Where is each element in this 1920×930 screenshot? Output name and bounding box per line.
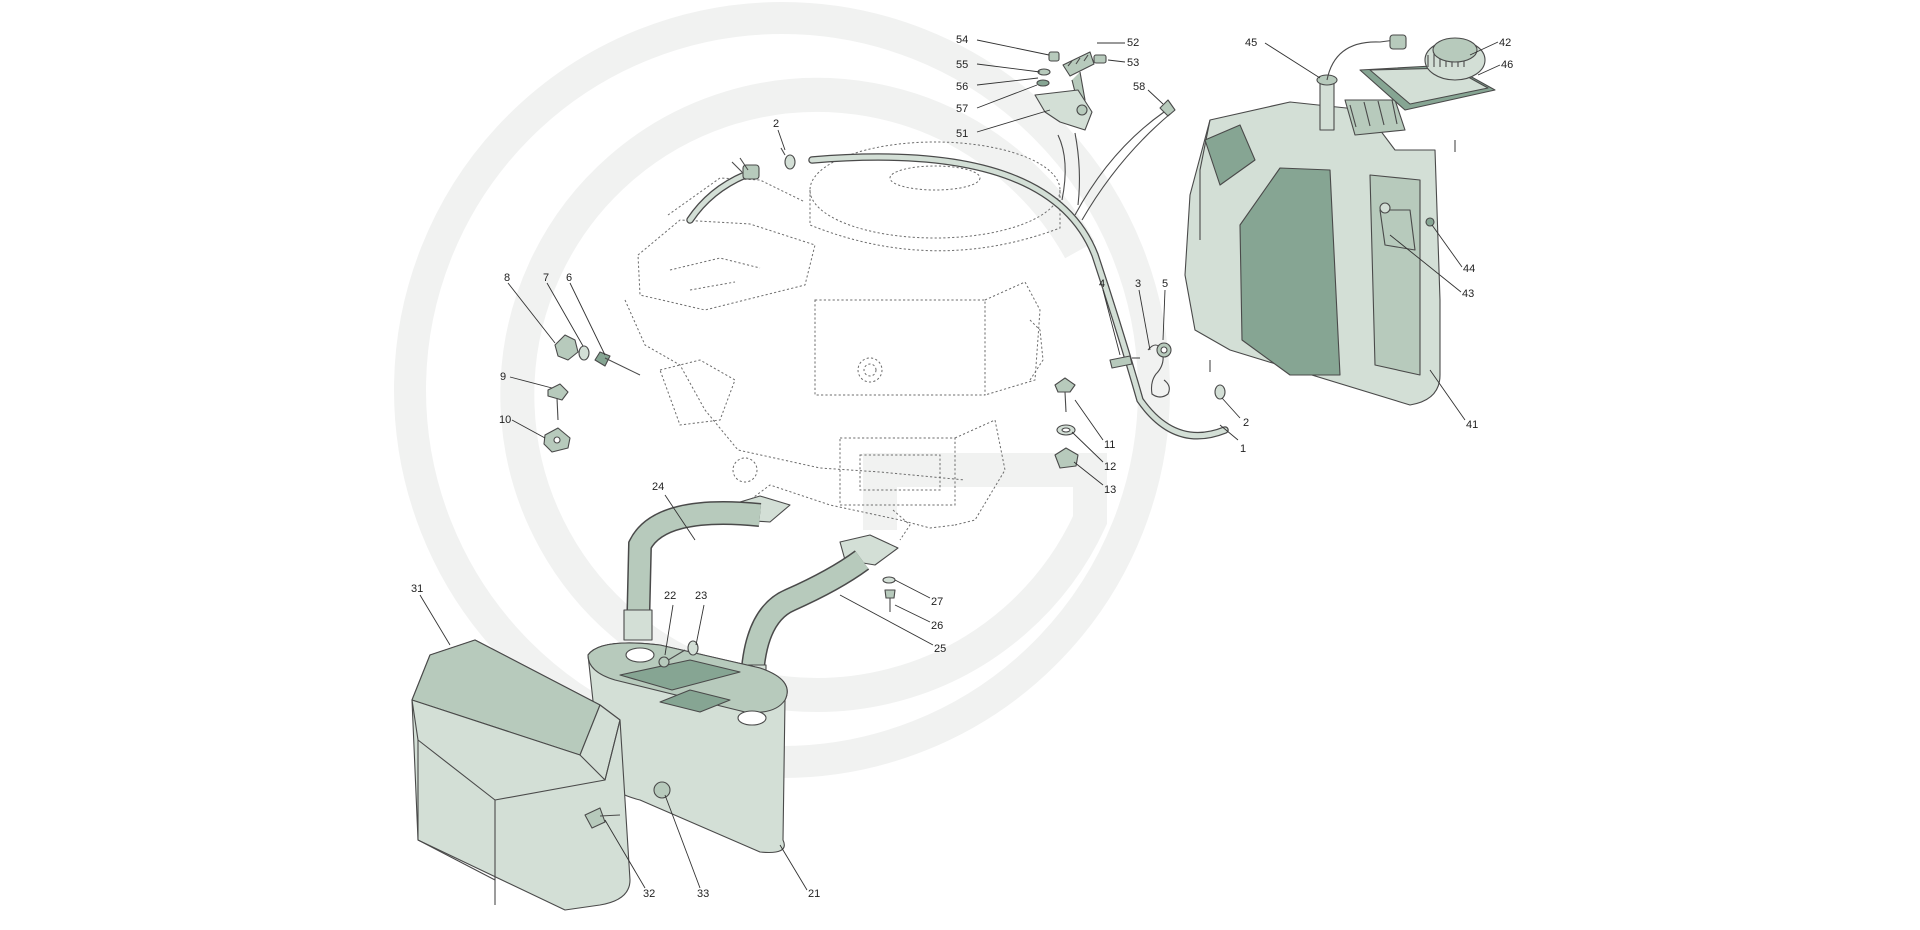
inline-filter-part [731, 157, 760, 180]
muffler-part [587, 640, 788, 854]
callout-13: 13 [1104, 484, 1116, 496]
callout-5: 5 [1162, 278, 1168, 290]
callout-22: 22 [664, 590, 676, 602]
callout-11: 11 [1104, 439, 1115, 451]
callout-54: 54 [956, 34, 968, 46]
callout-25: 25 [934, 643, 946, 655]
callout-1: 1 [1240, 443, 1246, 455]
callout-52: 52 [1127, 37, 1139, 49]
fuel-tank-part [1184, 34, 1496, 406]
callout-41: 41 [1466, 419, 1478, 431]
muffler-guard-part [411, 639, 631, 911]
hose-tap-part [1109, 342, 1211, 398]
callout-43: 43 [1462, 288, 1474, 300]
callout-21: 21 [808, 888, 820, 900]
callout-44: 44 [1463, 263, 1475, 275]
callout-53: 53 [1127, 57, 1139, 69]
fuel-hose [686, 153, 1229, 440]
callout-10: 10 [499, 414, 511, 426]
callout-51: 51 [956, 128, 968, 140]
callout-7: 7 [543, 272, 549, 284]
left-hardware-part [543, 334, 641, 453]
callout-6: 6 [566, 272, 572, 284]
callout-46: 46 [1501, 59, 1513, 71]
callout-3: 3 [1135, 278, 1141, 290]
callout-2-tank: 2 [1243, 417, 1249, 429]
callout-57: 57 [956, 103, 968, 115]
callout-31: 31 [411, 583, 423, 595]
callout-24: 24 [652, 481, 664, 493]
leader-lines [419, 39, 1501, 891]
callout-26: 26 [931, 620, 943, 632]
throttle-control-part [1034, 51, 1176, 221]
callout-9: 9 [500, 371, 506, 383]
callout-27: 27 [931, 596, 943, 608]
hose-clamp-part [780, 147, 1226, 400]
callout-8: 8 [504, 272, 510, 284]
callout-4: 4 [1099, 278, 1105, 290]
callout-23: 23 [695, 590, 707, 602]
watermark-logo [394, 2, 1170, 778]
callout-32: 32 [643, 888, 655, 900]
callout-labels: 1 2 2 3 4 5 6 7 8 9 10 11 12 13 21 22 23… [411, 34, 1513, 900]
callout-45: 45 [1245, 37, 1257, 49]
right-hardware-part [1054, 377, 1079, 469]
callout-56: 56 [956, 81, 968, 93]
callout-55: 55 [956, 59, 968, 71]
callout-33: 33 [697, 888, 709, 900]
callout-42: 42 [1499, 37, 1511, 49]
callout-2-engine: 2 [773, 118, 779, 130]
callout-58: 58 [1133, 81, 1145, 93]
callout-12: 12 [1104, 461, 1116, 473]
